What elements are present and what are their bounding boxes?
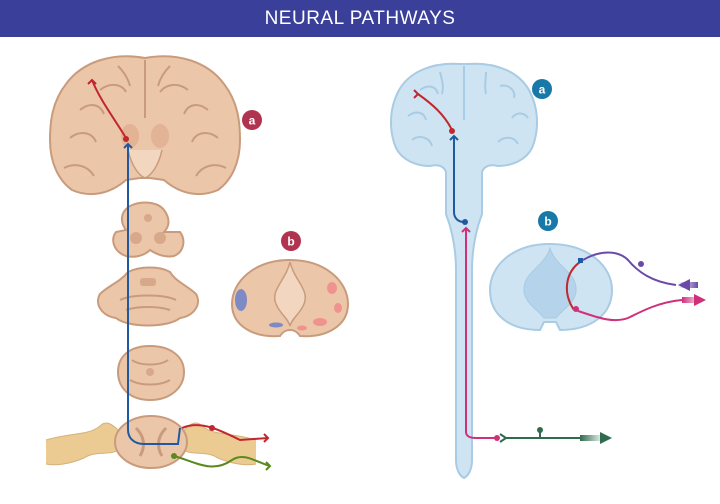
right-pathways (413, 89, 612, 444)
red-upper-motor-neuron-right (417, 93, 453, 131)
midbrain-section (112, 201, 185, 258)
red-upper-motor-neuron-left (91, 79, 127, 139)
right-panel: a b (390, 62, 706, 480)
purple-afferent-fiber (582, 251, 677, 286)
spinal-cross-section-b-left (230, 258, 350, 338)
neural-pathways-diagram: a b (45, 55, 706, 480)
svg-text:a: a (539, 83, 546, 97)
brain-coronal-section (48, 55, 242, 196)
page-title: NEURAL PATHWAYS (264, 7, 456, 29)
magenta-efferent-fiber (577, 299, 683, 322)
magenta-lower-motor-neuron-right (465, 228, 496, 439)
badge-b-right: b (538, 211, 558, 231)
left-panel: a b (45, 55, 350, 471)
pons-section (97, 266, 199, 327)
medulla-section (116, 344, 186, 402)
blue-descending-tract-left (127, 144, 181, 445)
spinal-cord-section-left (45, 415, 257, 469)
badge-a-left: a (242, 110, 262, 130)
left-pathways (87, 78, 272, 471)
badge-a-right: a (532, 79, 552, 99)
svg-text:b: b (544, 215, 551, 229)
badge-b-left: b (281, 231, 301, 251)
brain-spinal-cord-blue (390, 62, 538, 480)
olive-sensory-neuron-left (173, 455, 271, 468)
svg-text:b: b (287, 235, 294, 249)
title-banner: NEURAL PATHWAYS (0, 0, 720, 37)
svg-text:a: a (249, 114, 256, 128)
spinal-cross-section-b-right (488, 242, 706, 332)
